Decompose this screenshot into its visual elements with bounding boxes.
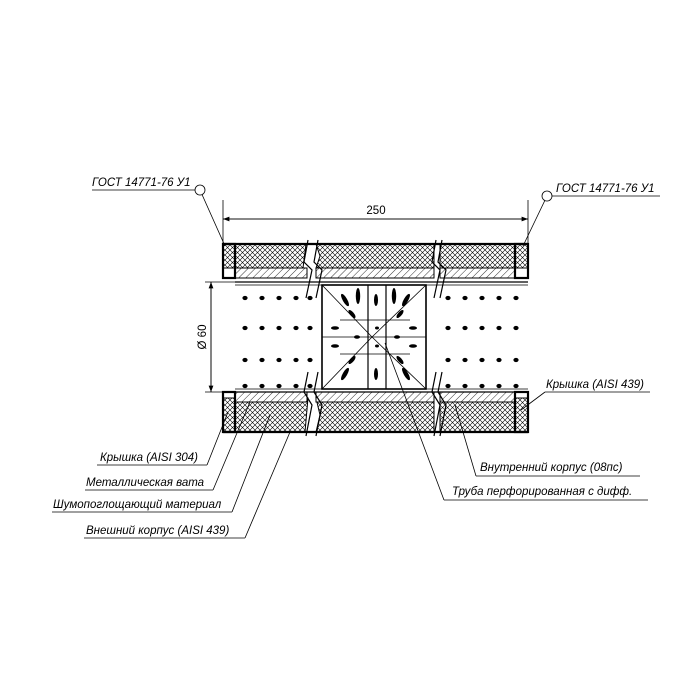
gost-left-label: ГОСТ 14771-76 У1 — [92, 177, 191, 189]
diffuser-chamber — [321, 284, 427, 390]
perforation-hole — [293, 357, 299, 363]
break-lines — [303, 239, 447, 437]
perforation-hole — [307, 325, 313, 331]
perforation-hole — [496, 383, 502, 389]
perforation-hole — [307, 295, 313, 301]
perforation-hole — [496, 295, 502, 301]
gost-left-callout: ГОСТ 14771-76 У1 — [92, 177, 226, 247]
perforation-hole — [462, 325, 468, 331]
inner-body-callout: Внутренний корпус (08пс) — [454, 404, 640, 477]
inner-body-label: Внутренний корпус (08пс) — [480, 462, 623, 474]
sound-absorbing-callout: Шумопоглощающий материал — [52, 414, 271, 513]
perforation-hole — [513, 383, 519, 389]
perforation-hole — [513, 325, 519, 331]
perforation-hole — [293, 295, 299, 301]
perforation-hole — [276, 383, 282, 389]
perforation-hole — [479, 357, 485, 363]
perforation-hole — [276, 295, 282, 301]
perforation-hole — [462, 357, 468, 363]
perforation-hole — [445, 295, 451, 301]
perforation-hole — [445, 383, 451, 389]
perforation-hole — [496, 357, 502, 363]
cap-right-label: Крышка (AISI 439) — [546, 379, 644, 391]
perforation-hole — [242, 325, 248, 331]
perforation-hole — [462, 383, 468, 389]
perforated-pipe-label: Труба перфорированная с дифф. — [452, 486, 632, 498]
perforation-hole — [479, 295, 485, 301]
outer-body-section — [221, 242, 530, 434]
perforation-hole — [462, 295, 468, 301]
outer-body-callout: Внешний корпус (AISI 439) — [84, 431, 291, 539]
perforation-hole — [445, 357, 451, 363]
gost-right-label: ГОСТ 14771-76 У1 — [556, 183, 655, 195]
perforation-hole — [513, 295, 519, 301]
perforation-hole — [496, 325, 502, 331]
perforation-hole — [307, 357, 313, 363]
cap-left-callout: Крышка (AISI 304) — [97, 411, 229, 466]
diameter-value: Ø 60 — [197, 325, 209, 350]
perforation-hole — [242, 357, 248, 363]
metal-wool-label: Металлическая вата — [86, 477, 204, 489]
perforation-hole — [276, 325, 282, 331]
perforation-hole — [479, 325, 485, 331]
perforation-hole — [259, 295, 265, 301]
perforated-pipe-callout: Труба перфорированная с дифф. — [384, 342, 648, 501]
cap-right-callout: Крышка (AISI 439) — [520, 379, 650, 411]
perforation-hole — [259, 383, 265, 389]
perforation-hole — [513, 357, 519, 363]
perforation-hole — [259, 325, 265, 331]
length-value: 250 — [366, 205, 385, 217]
dimension-length: 250 — [222, 200, 529, 244]
perforation-holes — [242, 295, 519, 389]
perforation-hole — [445, 325, 451, 331]
perforation-hole — [242, 295, 248, 301]
cap-left-label: Крышка (AISI 304) — [100, 452, 198, 464]
perforation-hole — [259, 357, 265, 363]
gost-right-callout: ГОСТ 14771-76 У1 — [522, 183, 660, 247]
perforation-hole — [242, 383, 248, 389]
perforation-hole — [293, 325, 299, 331]
sound-absorbing-label: Шумопоглощающий материал — [53, 499, 222, 511]
metal-wool-callout: Металлическая вата — [85, 401, 251, 491]
perforation-hole — [479, 383, 485, 389]
perforation-hole — [307, 383, 313, 389]
perforation-hole — [276, 357, 282, 363]
dimension-diameter: Ø 60 — [197, 281, 240, 393]
perforation-hole — [293, 383, 299, 389]
outer-body-label: Внешний корпус (AISI 439) — [86, 525, 229, 537]
